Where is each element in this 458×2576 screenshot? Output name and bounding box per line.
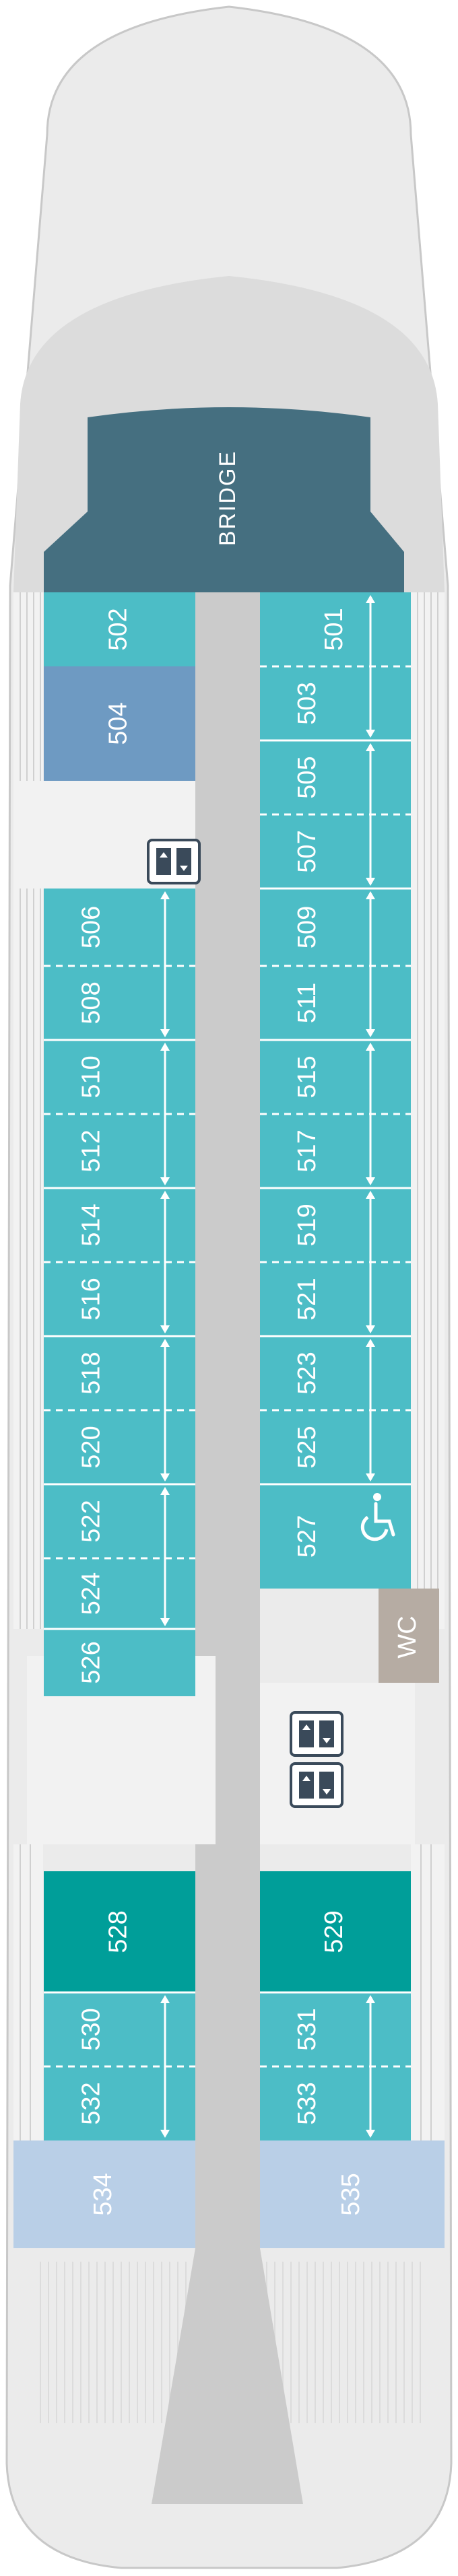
cabin-number: 510 [77, 1055, 106, 1098]
connecting-door-arrow [366, 1995, 375, 2138]
cabin-dividers [44, 665, 411, 2068]
side-deck-left [13, 592, 43, 1629]
elevator-icon [147, 839, 201, 884]
cabin-526[interactable] [44, 1629, 195, 1696]
cabin-532[interactable] [44, 2066, 195, 2140]
cabin-number: 530 [77, 2008, 106, 2050]
cabin-number: 535 [337, 2173, 365, 2215]
elevator-icon [290, 1762, 344, 1808]
cabin-number: 519 [293, 1204, 321, 1246]
cabin-517[interactable] [260, 1114, 411, 1188]
wc-label: WC [393, 1615, 422, 1658]
cabin-number: 531 [293, 2008, 321, 2050]
cabin-number: 517 [293, 1129, 321, 1172]
cabin-528[interactable] [44, 1871, 195, 1992]
cabin-number: 528 [104, 1910, 133, 1953]
cabin-502[interactable] [44, 592, 195, 666]
cabin-512[interactable] [44, 1114, 195, 1188]
cabin-number: 529 [320, 1910, 348, 1953]
cabin-535[interactable] [260, 2140, 445, 2248]
cabin-number: 502 [104, 608, 133, 650]
cabin-number: 511 [293, 983, 321, 1024]
cabin-516[interactable] [44, 1262, 195, 1336]
cabin-504[interactable] [44, 666, 195, 781]
cabin-523[interactable] [260, 1336, 411, 1410]
cabin-number: 522 [77, 1500, 106, 1542]
connecting-door-arrow [366, 891, 375, 1037]
cabin-number: 505 [293, 756, 321, 798]
connecting-door-arrow [160, 1339, 170, 1482]
cabin-number: 523 [293, 1352, 321, 1394]
cabin-530[interactable] [44, 1992, 195, 2066]
cabin-519[interactable] [260, 1188, 411, 1262]
cabin-524[interactable] [44, 1558, 195, 1629]
cabin-number: 507 [293, 830, 321, 872]
corridor [195, 592, 260, 2262]
side-deck-right [411, 592, 445, 1629]
cabin-525[interactable] [260, 1410, 411, 1484]
connecting-door-arrow [160, 1191, 170, 1333]
cabin-533[interactable] [260, 2066, 411, 2140]
cabin-number: 518 [77, 1352, 106, 1394]
cabins: 502 504 506 508 510 512 514 516 518 520 522 524 526 5… [13, 592, 445, 2248]
cabin-number: 504 [104, 702, 133, 744]
cabin-number: 521 [293, 1278, 321, 1320]
cabin-505[interactable] [260, 740, 411, 814]
connecting-door-arrow [366, 1043, 375, 1185]
cabin-number: 527 [293, 1515, 321, 1558]
connecting-door-arrow [366, 1191, 375, 1333]
cabin-501[interactable] [260, 592, 411, 666]
cabin-number: 516 [77, 1278, 106, 1320]
cabin-508[interactable] [44, 966, 195, 1040]
connecting-door-arrow [160, 1995, 170, 2138]
cabin-507[interactable] [260, 814, 411, 889]
cabin-number: 533 [293, 2082, 321, 2124]
corridor-stern [152, 2248, 303, 2504]
cabin-531[interactable] [260, 1992, 411, 2066]
connecting-door-arrow [160, 1487, 170, 1626]
cabin-515[interactable] [260, 1040, 411, 1114]
cabin-number: 526 [77, 1641, 106, 1683]
cabin-number: 506 [77, 906, 106, 948]
connecting-door-arrow [366, 595, 375, 738]
elevator-icon [290, 1711, 344, 1757]
cabin-number: 525 [293, 1426, 321, 1468]
cabin-number: 532 [77, 2082, 106, 2124]
cabin-number: 512 [77, 1129, 106, 1172]
cabin-number: 508 [77, 981, 106, 1024]
cabin-510[interactable] [44, 1040, 195, 1114]
cabin-number: 503 [293, 682, 321, 724]
cabin-506[interactable] [44, 889, 195, 966]
cabin-number: 509 [293, 906, 321, 948]
cabin-509[interactable] [260, 889, 411, 966]
cabin-521[interactable] [260, 1262, 411, 1336]
wheelchair-icon [360, 1493, 395, 1541]
connecting-door-arrow [160, 1043, 170, 1185]
cabin-number: 501 [320, 608, 348, 650]
cabin-number: 520 [77, 1426, 106, 1468]
cabin-503[interactable] [260, 666, 411, 740]
cabin-number: 514 [77, 1204, 106, 1246]
cabin-number: 515 [293, 1055, 321, 1098]
cabin-534[interactable] [13, 2140, 195, 2248]
cabin-number: 524 [77, 1572, 106, 1615]
bridge [44, 407, 404, 592]
connecting-door-arrow [366, 1339, 375, 1482]
cabin-514[interactable] [44, 1188, 195, 1262]
cabin-522[interactable] [44, 1484, 195, 1558]
cabin-number: 534 [89, 2173, 117, 2215]
cabin-511[interactable] [260, 966, 411, 1040]
cabin-529[interactable] [260, 1871, 411, 1992]
connecting-door-arrow [366, 743, 375, 886]
cabin-520[interactable] [44, 1410, 195, 1484]
cabin-518[interactable] [44, 1336, 195, 1410]
bridge-label: BRIDGE [215, 450, 240, 546]
cabin-527[interactable] [260, 1484, 411, 1589]
wc-room [379, 1589, 439, 1683]
connecting-arrows [160, 595, 375, 2138]
connecting-door-arrow [160, 891, 170, 1037]
